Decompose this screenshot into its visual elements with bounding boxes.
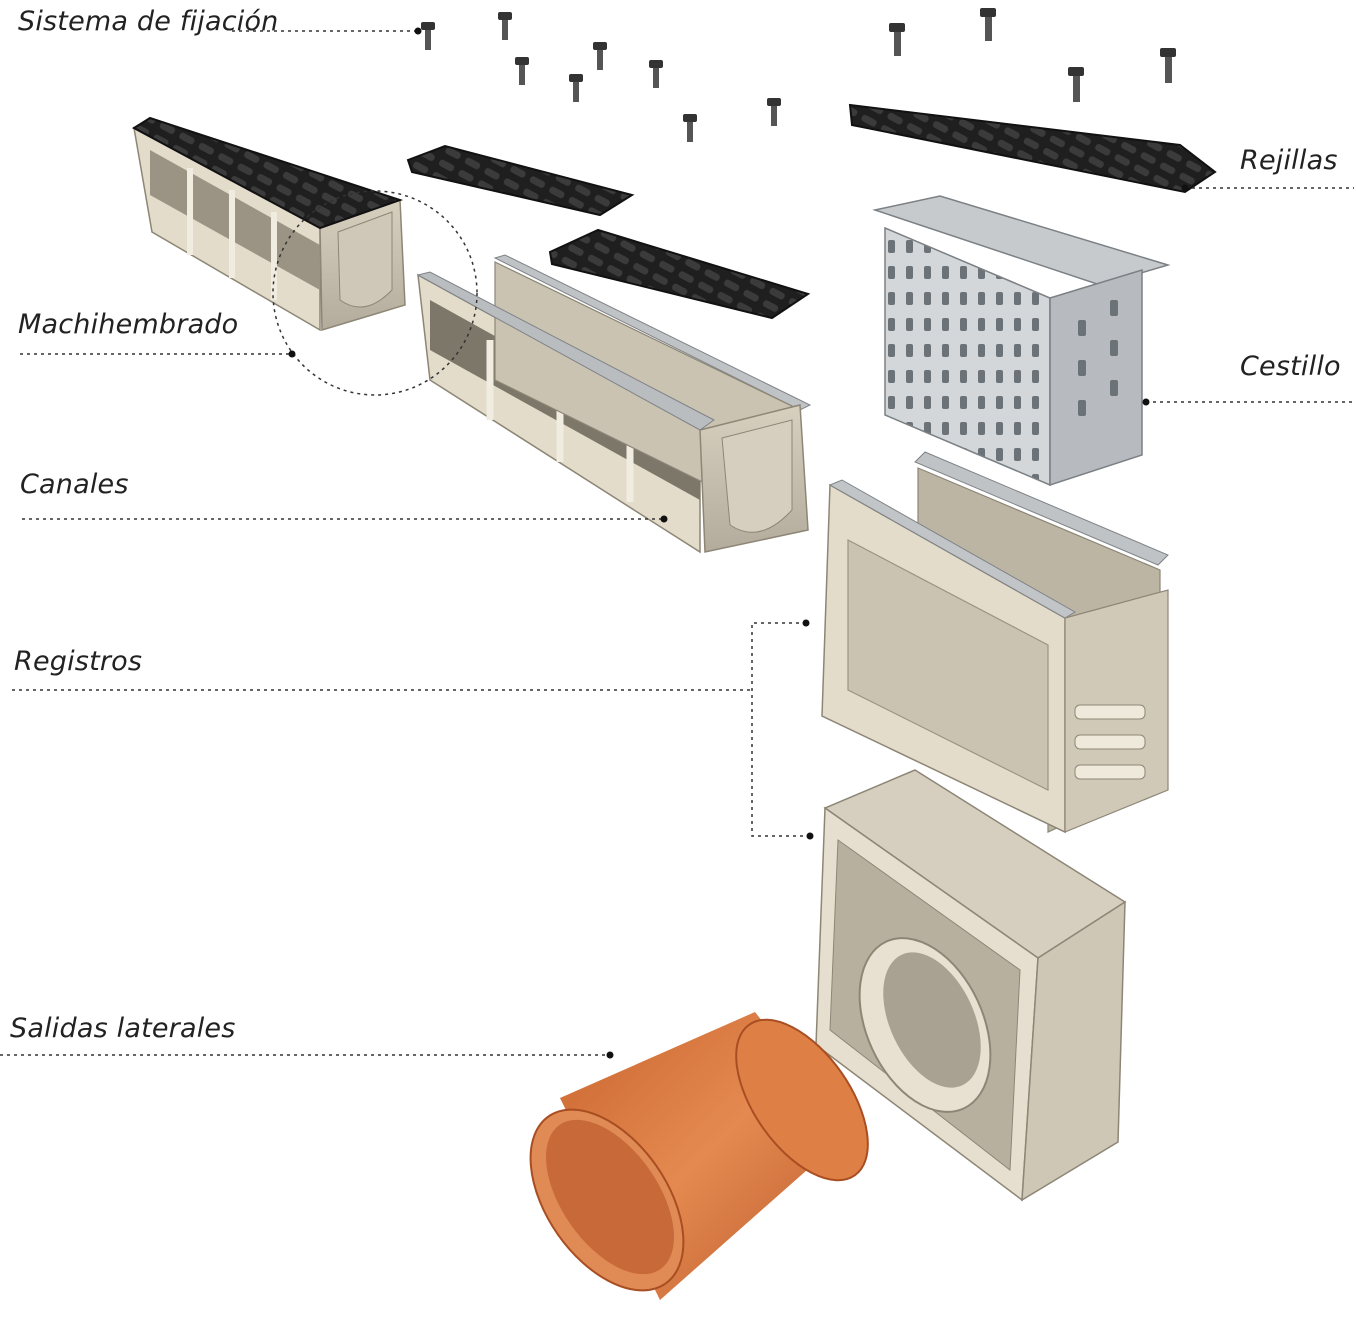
register-icon bbox=[821, 451, 1169, 834]
label-channels: Canales bbox=[20, 469, 129, 500]
bolt-icon bbox=[767, 98, 781, 126]
leader-registers-bracket bbox=[751, 622, 810, 837]
label-side-outlets: Salidas laterales bbox=[10, 1013, 236, 1044]
leader-dots bbox=[288, 27, 1189, 1059]
pipe-icon bbox=[529, 1012, 869, 1300]
grating-icon bbox=[406, 144, 635, 217]
label-fixing-system: Sistema de fijación bbox=[18, 6, 279, 37]
label-tongue-groove: Machihembrado bbox=[18, 309, 239, 340]
bolt-icon bbox=[683, 114, 697, 142]
label-gratings: Rejillas bbox=[1240, 145, 1338, 176]
bolt-icon bbox=[980, 8, 996, 41]
bolt-icon bbox=[569, 74, 583, 102]
bolt-icon bbox=[593, 42, 607, 70]
bolt-icon bbox=[649, 60, 663, 88]
label-basket: Cestillo bbox=[1240, 351, 1341, 382]
register-icon bbox=[815, 769, 1127, 1202]
bolt-icon bbox=[889, 23, 905, 56]
bolt-icon bbox=[498, 12, 512, 40]
basket-icon bbox=[872, 195, 1171, 487]
bolt-icon bbox=[421, 22, 435, 50]
highlight-circle bbox=[272, 190, 478, 396]
bolt-icon bbox=[1160, 48, 1176, 83]
bolt-icon bbox=[515, 57, 529, 85]
grating-icon bbox=[548, 228, 811, 320]
channel-icon bbox=[416, 254, 812, 554]
channel-icon bbox=[132, 116, 406, 332]
grating-icon bbox=[848, 103, 1217, 194]
label-registers: Registros bbox=[14, 646, 143, 677]
leader-lines bbox=[0, 30, 1354, 1056]
bolt-group bbox=[421, 8, 1176, 142]
bolt-icon bbox=[1068, 67, 1084, 102]
